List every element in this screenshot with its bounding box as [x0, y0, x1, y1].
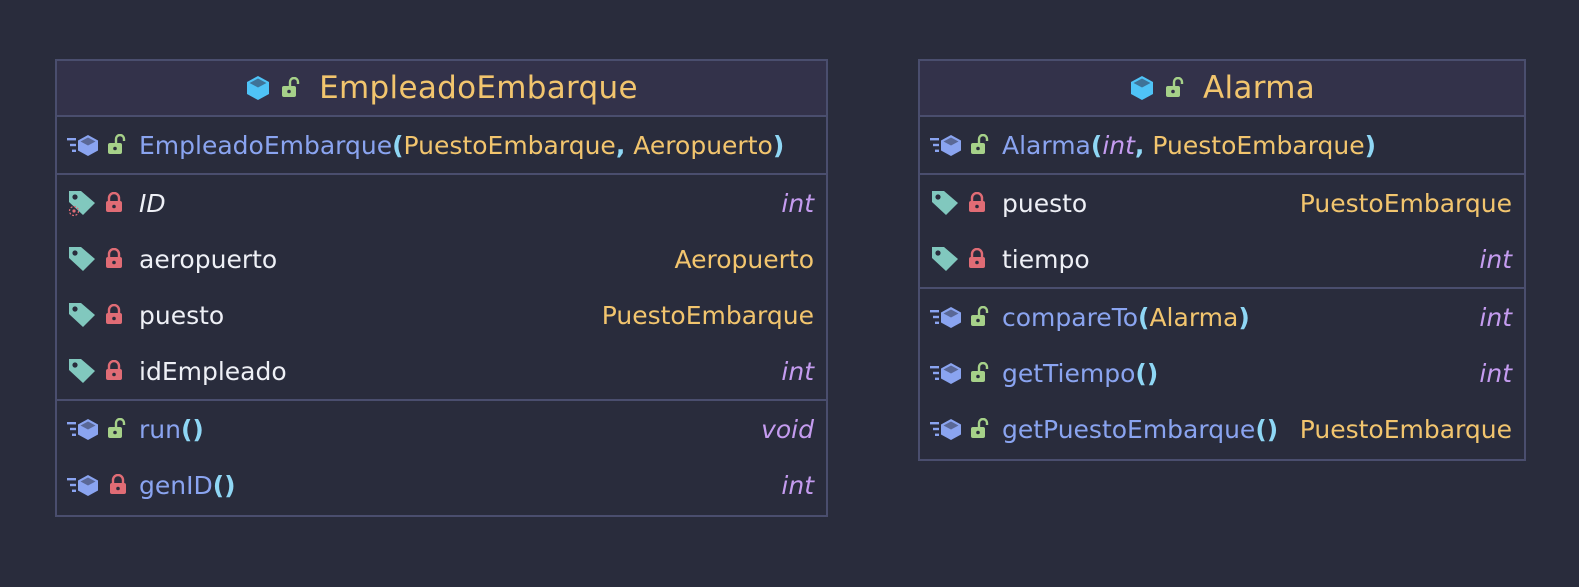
field-type: Aeropuerto — [674, 244, 814, 274]
class-cube-icon — [1129, 75, 1155, 101]
field-type: int — [781, 188, 814, 218]
field-type: PuestoEmbarque — [601, 300, 814, 330]
method-name: getTiempo — [1002, 358, 1136, 388]
field-row[interactable]: ID int — [57, 175, 826, 231]
constructors-section: EmpleadoEmbarque(PuestoEmbarque, Aeropue… — [57, 117, 826, 175]
field-tag-icon — [67, 356, 97, 386]
method-name: run — [139, 414, 181, 444]
class-box-alarma[interactable]: Alarma Alarma(int, PuestoEmbarque) — [918, 59, 1526, 461]
method-name: genID — [139, 470, 213, 500]
param-type: int — [1102, 130, 1135, 160]
public-lock-icon — [970, 418, 990, 440]
private-lock-icon — [968, 248, 986, 270]
field-type: int — [1479, 244, 1512, 274]
field-row[interactable]: puesto PuestoEmbarque — [57, 287, 826, 343]
constructor-name: EmpleadoEmbarque — [139, 130, 393, 160]
method-row[interactable]: run() void — [57, 401, 826, 457]
private-lock-icon — [105, 360, 123, 382]
method-icon — [67, 474, 101, 496]
method-icon — [67, 134, 101, 156]
method-name: getPuestoEmbarque — [1002, 414, 1256, 444]
private-lock-icon — [105, 248, 123, 270]
param-type: PuestoEmbarque — [1152, 130, 1365, 160]
return-type: int — [1479, 302, 1512, 332]
public-lock-icon — [107, 134, 127, 156]
field-row[interactable]: tiempo int — [920, 231, 1524, 287]
fields-section: ID int aeropuerto Aeropuerto — [57, 175, 826, 401]
field-type: PuestoEmbarque — [1299, 188, 1512, 218]
method-icon — [67, 418, 101, 440]
return-type: int — [1479, 358, 1512, 388]
methods-section: compareTo(Alarma) int getTiempo() int — [920, 289, 1524, 457]
private-lock-icon — [968, 192, 986, 214]
constructors-section: Alarma(int, PuestoEmbarque) — [920, 117, 1524, 175]
field-name: idEmpleado — [139, 356, 287, 386]
param-type: Aeropuerto — [633, 130, 773, 160]
field-row[interactable]: aeropuerto Aeropuerto — [57, 231, 826, 287]
public-lock-icon — [970, 134, 990, 156]
public-lock-icon — [970, 362, 990, 384]
fields-section: puesto PuestoEmbarque tiempo int — [920, 175, 1524, 289]
private-lock-icon — [109, 474, 127, 496]
field-name: ID — [139, 188, 166, 218]
field-name: puesto — [1002, 188, 1088, 218]
field-tag-icon — [67, 244, 97, 274]
method-icon — [930, 306, 964, 328]
field-row[interactable]: puesto PuestoEmbarque — [920, 175, 1524, 231]
field-type: int — [781, 356, 814, 386]
method-row[interactable]: getTiempo() int — [920, 345, 1524, 401]
class-box-empleadoembarque[interactable]: EmpleadoEmbarque EmpleadoEmbarque(Puesto… — [55, 59, 828, 517]
method-icon — [930, 134, 964, 156]
class-name: EmpleadoEmbarque — [319, 70, 638, 106]
public-lock-icon — [970, 306, 990, 328]
field-name: aeropuerto — [139, 244, 278, 274]
field-tag-icon — [67, 300, 97, 330]
method-row[interactable]: getPuestoEmbarque() PuestoEmbarque — [920, 401, 1524, 457]
field-tag-icon — [930, 188, 960, 218]
return-type: int — [781, 470, 814, 500]
static-field-tag-icon — [67, 188, 97, 218]
class-name: Alarma — [1202, 70, 1315, 106]
public-lock-icon — [1165, 77, 1185, 99]
class-header: Alarma — [920, 61, 1524, 117]
private-lock-icon — [105, 192, 123, 214]
public-lock-icon — [281, 77, 301, 99]
method-icon — [930, 362, 964, 384]
constructor-row[interactable]: Alarma(int, PuestoEmbarque) — [920, 117, 1524, 173]
return-type: void — [761, 414, 814, 444]
field-row[interactable]: idEmpleado int — [57, 343, 826, 399]
field-name: puesto — [139, 300, 225, 330]
field-tag-icon — [930, 244, 960, 274]
return-type: PuestoEmbarque — [1299, 414, 1512, 444]
class-header: EmpleadoEmbarque — [57, 61, 826, 117]
public-lock-icon — [107, 418, 127, 440]
private-lock-icon — [105, 304, 123, 326]
method-row[interactable]: compareTo(Alarma) int — [920, 289, 1524, 345]
method-row[interactable]: genID() int — [57, 457, 826, 513]
class-cube-icon — [245, 75, 271, 101]
method-name: compareTo — [1002, 302, 1139, 332]
constructor-row[interactable]: EmpleadoEmbarque(PuestoEmbarque, Aeropue… — [57, 117, 826, 173]
param-type: Alarma — [1149, 302, 1239, 332]
methods-section: run() void genID() int — [57, 401, 826, 513]
param-type: PuestoEmbarque — [403, 130, 616, 160]
constructor-name: Alarma — [1002, 130, 1091, 160]
field-name: tiempo — [1002, 244, 1090, 274]
method-icon — [930, 418, 964, 440]
